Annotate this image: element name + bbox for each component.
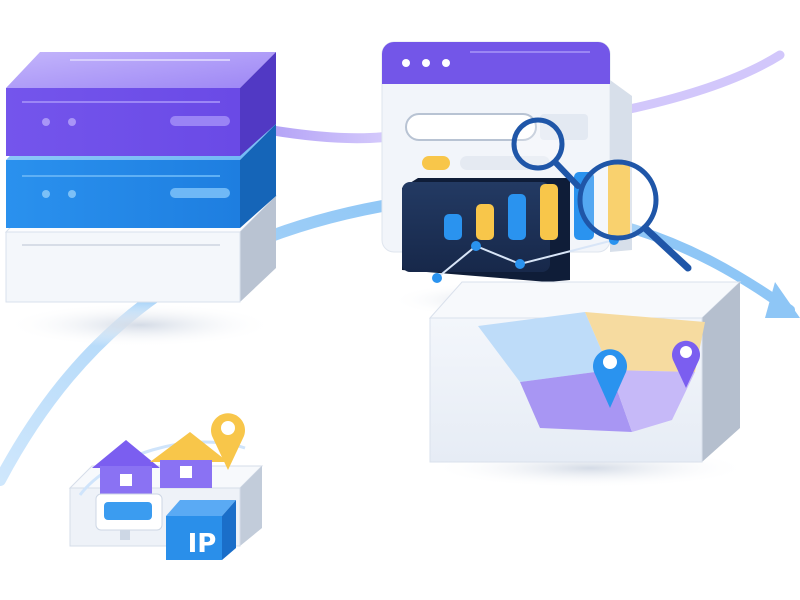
chart-point [515,259,525,269]
flow-arc-purple [265,125,405,144]
magnifier-icon-large [577,159,692,272]
ip-badge-label: IP [188,529,217,559]
chart-point [432,273,442,283]
window-search-field [405,113,537,141]
house-icon-yellow [150,432,228,488]
map-region-lilac [610,370,695,432]
chart-bar [444,214,462,240]
monitor-icon [95,493,163,540]
chart-bar [608,160,630,240]
chart-card [402,160,630,283]
chart-bar [508,194,526,240]
house-icon-purple [92,440,160,496]
map-box [428,281,742,463]
window-dot-icon [442,59,450,67]
magnifier-icon [511,117,581,189]
map-region-blue [478,312,610,382]
server-shadow [5,303,275,347]
location-pin-icon-yellow [211,413,245,470]
location-pin-icon-purple [672,340,700,388]
chart-point [471,241,481,251]
window-dot-icon [402,59,410,67]
location-pin-icon-blue [593,349,628,408]
chart-trend-line [436,239,615,279]
ip-badge: IP [166,500,236,560]
chart-bar [476,204,494,240]
chart-bar [540,184,558,240]
arrow-head-icon [765,282,800,318]
window-dot-icon [422,59,430,67]
server-unit-purple [6,52,276,156]
